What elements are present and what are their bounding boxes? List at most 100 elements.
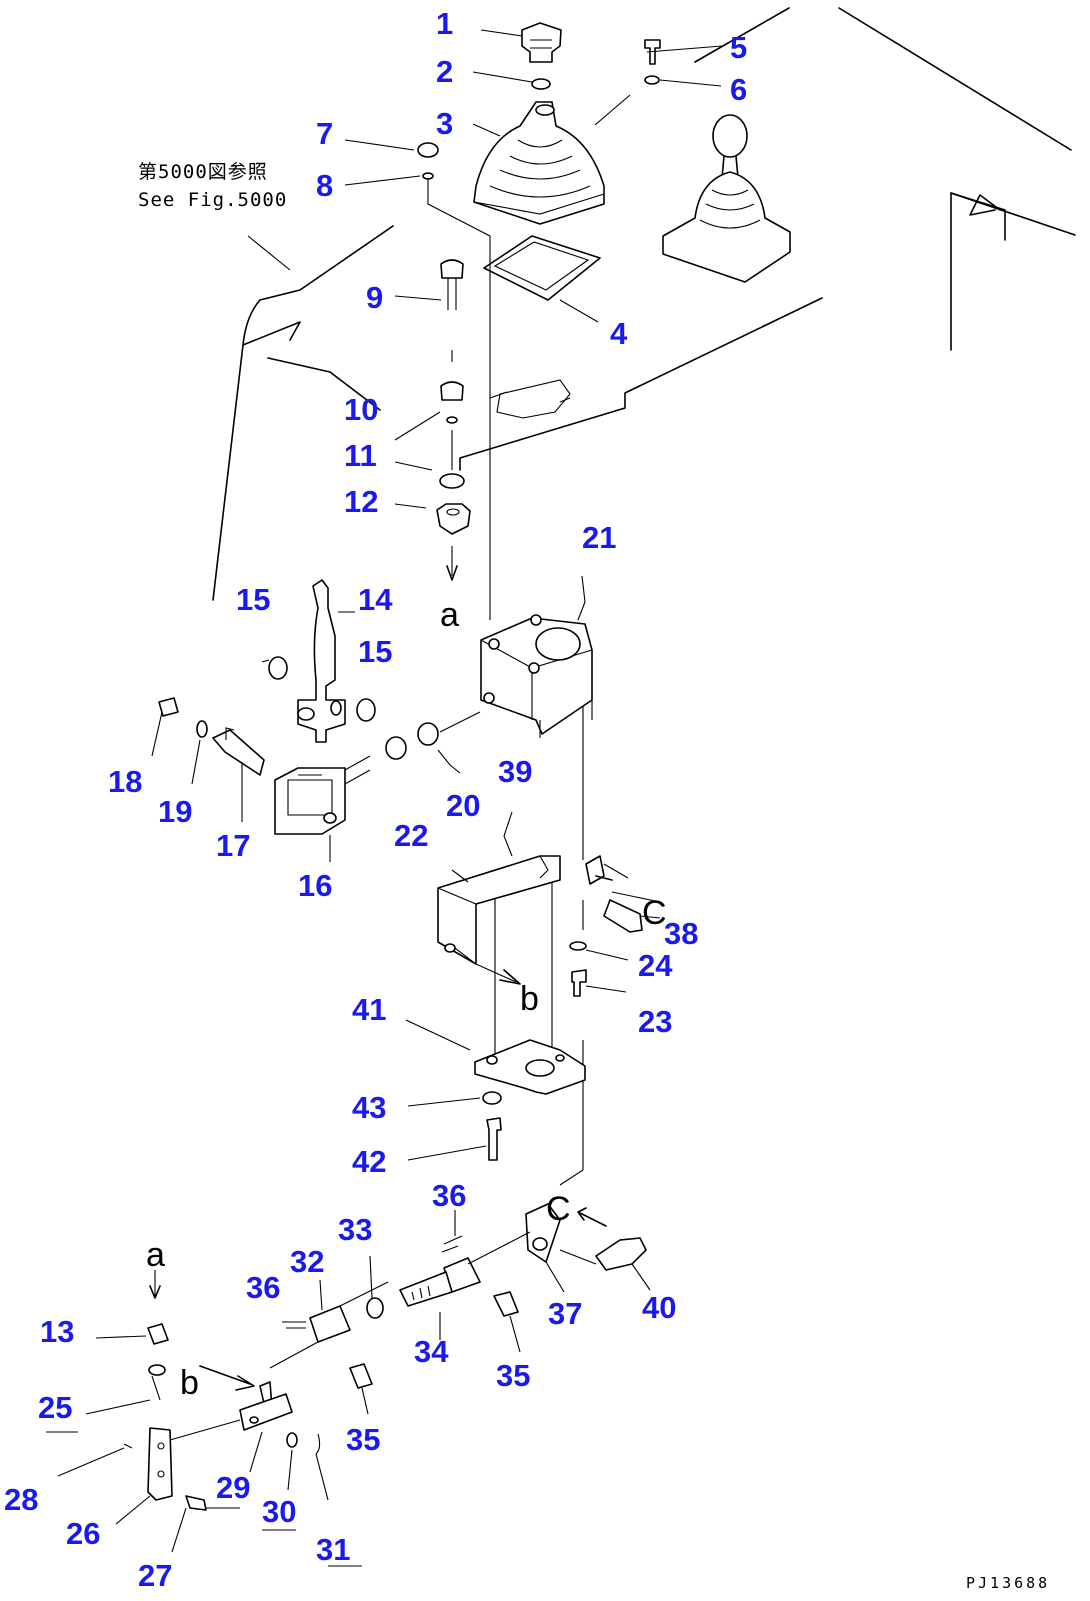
callout-33: 33 [338, 1212, 372, 1247]
knob-nut [531, 78, 551, 90]
callout-36b: 36 [246, 1270, 280, 1305]
callout-15a: 15 [236, 582, 270, 617]
callout-4: 4 [610, 316, 628, 351]
leader-lines [247, 29, 723, 509]
callout-30: 30 [262, 1494, 296, 1529]
callout-6: 6 [730, 72, 747, 107]
clip-13 [95, 1323, 169, 1345]
callout-40: 40 [642, 1290, 676, 1325]
callout-32: 32 [290, 1244, 324, 1279]
yoke-16 [274, 755, 371, 862]
console-outline [212, 7, 1076, 601]
callout-43: 43 [352, 1090, 386, 1125]
arrow-a-top [446, 546, 458, 581]
arrow-b-top [475, 963, 521, 985]
mark-c-bottom: C [546, 1190, 571, 1228]
callout-29: 29 [216, 1470, 250, 1505]
bolt-5 [644, 39, 661, 85]
nut-12 [436, 503, 471, 535]
arrow-b-bottom [199, 1365, 255, 1391]
callout-34: 34 [414, 1334, 449, 1369]
callout-25: 25 [38, 1390, 72, 1425]
connection-marks: a a b b C C [146, 596, 667, 1402]
callout-labels: 1 2 3 4 5 6 7 8 9 10 11 12 13 14 15 15 1… [4, 6, 747, 1593]
bracket-21 [480, 575, 593, 738]
clip-18-19 [151, 697, 208, 785]
pins-36 [282, 1210, 463, 1329]
callout-10: 10 [344, 392, 378, 427]
washer-30 [262, 1432, 298, 1531]
bolt-9 [440, 259, 464, 310]
mark-a-bottom: a [146, 1236, 165, 1274]
callout-22: 22 [394, 818, 428, 853]
spring-25 [46, 1364, 166, 1433]
rod-end-34 [399, 1231, 531, 1340]
rod-end-32 [269, 1279, 389, 1369]
bushings-15 [261, 656, 376, 722]
reference-note: 第5000図参照 See Fig.5000 [138, 161, 287, 211]
callout-15b: 15 [358, 634, 392, 669]
pin-35 [349, 1291, 521, 1415]
callout-1: 1 [436, 6, 453, 41]
pin-31 [315, 1433, 362, 1567]
callout-31: 31 [316, 1532, 350, 1567]
arrow-a-bottom [149, 1270, 161, 1299]
bolt-42 [407, 1117, 502, 1161]
callout-38: 38 [664, 916, 698, 951]
callout-3: 3 [436, 106, 453, 141]
callout-11: 11 [344, 438, 377, 473]
bolt-23-washer-24 [569, 941, 629, 997]
lever-37 [525, 1203, 565, 1293]
callout-18: 18 [108, 764, 142, 799]
arrow-c-bottom [577, 1207, 607, 1227]
callout-14: 14 [358, 582, 393, 617]
mark-a-top: a [440, 596, 459, 634]
callout-9: 9 [366, 280, 383, 315]
cap-nut-7 [417, 142, 439, 180]
callout-37: 37 [548, 1296, 582, 1331]
washer-11 [439, 473, 465, 489]
callout-12: 12 [344, 484, 378, 519]
callout-35a: 35 [496, 1358, 530, 1393]
callout-7: 7 [316, 116, 333, 151]
callout-39: 39 [498, 754, 532, 789]
assembly-center-lines [427, 178, 584, 1186]
callout-26: 26 [66, 1516, 100, 1551]
pin-38 [585, 855, 661, 933]
block-26 [115, 1427, 173, 1525]
callout-28: 28 [4, 1482, 38, 1517]
control-lever-knob [521, 22, 562, 63]
lever-14 [297, 579, 355, 743]
collars-20 [385, 711, 481, 774]
bushing-10 [440, 381, 464, 424]
pin-27 [171, 1495, 240, 1553]
callout-42: 42 [352, 1144, 386, 1179]
callout-8: 8 [316, 168, 333, 203]
callout-5: 5 [730, 30, 747, 65]
callout-13: 13 [40, 1314, 74, 1349]
mark-b-bottom: b [180, 1364, 199, 1402]
callout-24: 24 [638, 948, 673, 983]
callout-21: 21 [582, 520, 616, 555]
washer-43 [407, 1091, 502, 1107]
lever-29 [169, 1381, 293, 1473]
mark-b-top: b [520, 980, 539, 1018]
drawing-code: PJ13688 [966, 1574, 1050, 1592]
callout-35b: 35 [346, 1422, 380, 1457]
callout-41: 41 [352, 992, 386, 1027]
callout-17: 17 [216, 828, 250, 863]
nut-33 [366, 1255, 384, 1319]
callout-16: 16 [298, 868, 332, 903]
callout-19: 19 [158, 794, 192, 829]
callout-23: 23 [638, 1004, 672, 1039]
callout-2: 2 [436, 54, 453, 89]
rubber-boot [473, 101, 605, 225]
mark-c-top: C [642, 894, 667, 932]
callout-27: 27 [138, 1558, 172, 1593]
reference-note-en: See Fig.5000 [138, 189, 287, 211]
plate-41 [405, 1019, 586, 1095]
pin-40 [559, 1237, 651, 1291]
cover-plate-4 [483, 235, 601, 301]
bracket-22 [437, 811, 561, 965]
